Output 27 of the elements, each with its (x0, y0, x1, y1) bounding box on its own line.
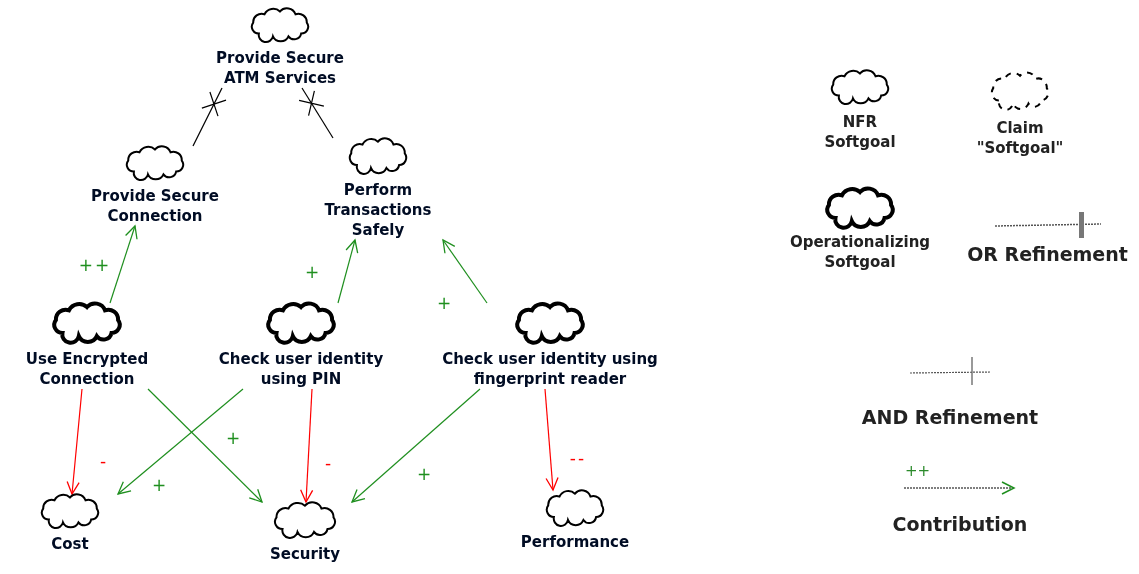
legend-label: NFR Softgoal (823, 112, 897, 152)
refinement-link (192, 87, 227, 147)
legend-label: Claim "Softgoal" (975, 118, 1065, 158)
softgoal-label: Check user identity using fingerprint reader (441, 349, 659, 389)
softgoal-label: Check user identity using PIN (217, 349, 385, 389)
contribution-arrow (442, 239, 488, 304)
contribution-arrow (337, 239, 359, 304)
legend-label: OR Refinement (967, 244, 1128, 264)
contribution-arrow (109, 225, 138, 304)
legend-label: Operationalizing Softgoal (788, 232, 932, 272)
softgoal-label: Provide Secure ATM Services (215, 48, 345, 88)
contribution-arrow (300, 388, 314, 503)
contribution-arrow (66, 388, 83, 495)
contribution-arrow (351, 388, 481, 503)
sample-contribution-label: ++ (905, 462, 931, 480)
legend-label: AND Refinement (861, 407, 1039, 427)
softgoal-label: Provide Secure Connection (90, 186, 220, 226)
contribution-arrow (147, 388, 263, 503)
softgoal-label: Cost (51, 534, 89, 554)
contribution-arrow (544, 388, 559, 491)
legend-label: Contribution (892, 514, 1028, 534)
softgoal-label: Performance (520, 532, 630, 552)
softgoal-label: Perform Transactions Safely (323, 180, 433, 240)
contribution-arrow (117, 388, 244, 495)
softgoal-label: Use Encrypted Connection (24, 349, 150, 389)
refinement-link (298, 87, 334, 139)
softgoal-label: Security (269, 544, 340, 564)
